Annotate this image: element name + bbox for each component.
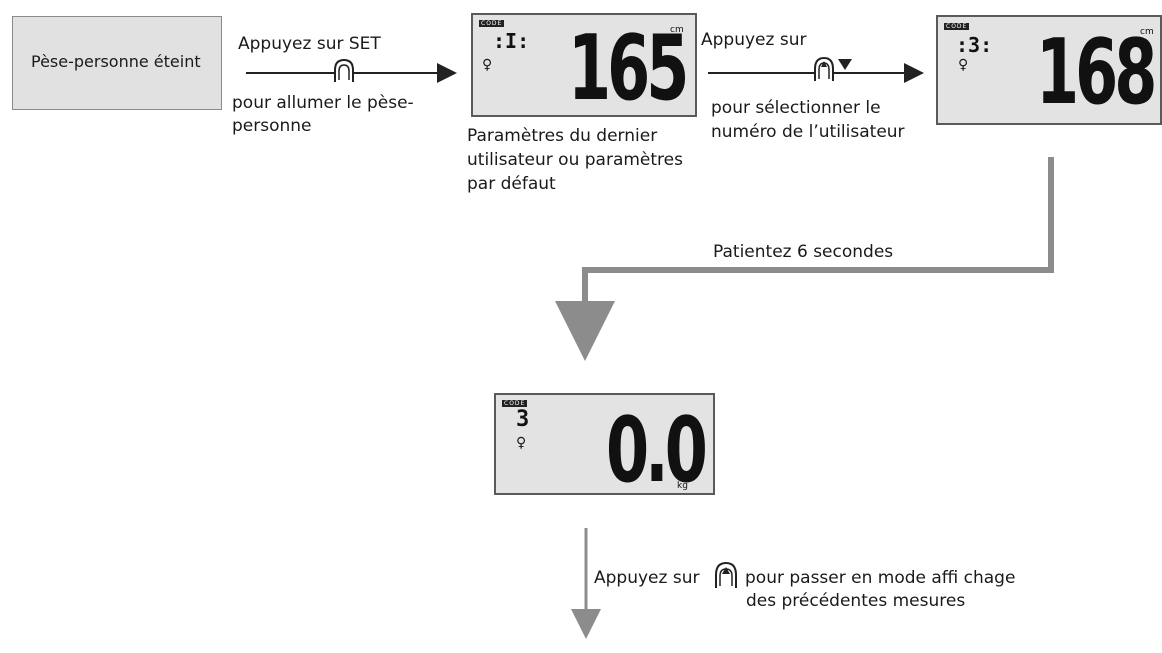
display1-caption-line1: Paramètres du dernier [467,126,658,146]
up-down-button-icon [812,55,854,87]
display-165-cm: CODE :I: ♀ 165 cm [471,13,697,121]
user-number: 3 [516,407,530,432]
display-168-cm: CODE :3: ♀ 168 cm [936,15,1162,125]
up-button-icon [713,560,739,594]
memory-badge: CODE [479,20,505,27]
person-icon: ♀ [958,57,969,73]
step3-desc-line1: pour passer en mode affi chage [745,568,1016,588]
memory-badge: CODE [502,400,528,407]
user-indicator: :3: [956,33,993,57]
step2-action: Appuyez sur [701,30,807,50]
display1-caption-line2: utilisateur ou paramètres [467,150,683,170]
arrow-display2-to-display3 [555,157,1054,361]
display1-caption-line3: par défaut [467,174,556,194]
display1-unit: cm [670,25,684,35]
display2-value: 168 [1036,19,1157,125]
person-icon: ♀ [516,435,527,451]
set-button-icon [332,58,356,88]
display2-unit: cm [1140,27,1154,37]
step2-desc-line1: pour sélectionner le [711,98,881,118]
step3-action: Appuyez sur [594,568,700,588]
step1-desc-line2: personne [232,116,312,136]
step3-desc-line2: des précédentes mesures [746,591,966,611]
display3-value: 0.0 [606,397,708,503]
step2-desc-line2: numéro de l’utilisateur [711,122,905,142]
scale-off-box: Pèse-personne éteint [12,16,222,110]
display1-value: 165 [568,15,689,121]
user-indicator: :I: [493,29,530,53]
person-icon: ♀ [482,57,493,73]
step1-desc-line1: pour allumer le pèse- [232,93,414,113]
step1-action: Appuyez sur SET [238,34,381,54]
wait-label: Patientez 6 secondes [713,242,894,262]
display3-unit: kg [677,481,688,491]
scale-off-label: Pèse-personne éteint [31,52,201,71]
display-0-kg: CODE 3 ♀ 0.0 kg [494,393,715,503]
memory-badge: CODE [944,23,970,30]
